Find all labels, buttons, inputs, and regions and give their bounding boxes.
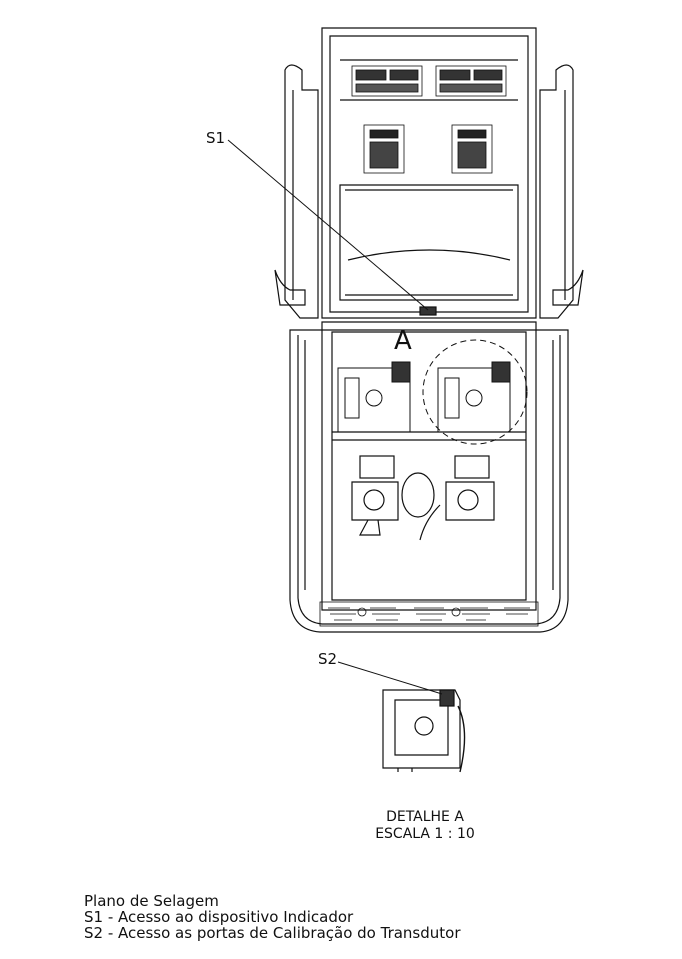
legend-item-s2: S2 - Acesso as portas de Calibração do T… [84, 924, 461, 942]
detail-a-circle [422, 339, 528, 445]
s1-label: S1 [206, 129, 226, 147]
side-wings [274, 64, 584, 319]
seal-s1-point [227, 139, 437, 316]
base-grille [319, 601, 539, 627]
pump-units [351, 455, 495, 541]
dispenser-head [321, 27, 537, 319]
dispenser-body-outline [289, 329, 569, 633]
legend-title: Plano de Selagem [84, 892, 219, 910]
display-panels [351, 65, 507, 97]
detail-a-view [337, 661, 466, 773]
legend-item-s1: S1 - Acesso ao dispositivo Indicador [84, 908, 354, 926]
legend: Plano de Selagem S1 - Acesso ao disposit… [84, 893, 461, 941]
detail-marker-a: A [394, 326, 412, 356]
meters [337, 361, 511, 433]
detail-title: DETALHE A [386, 809, 464, 825]
detail-caption: DETALHE A ESCALA 1 : 10 [330, 809, 520, 843]
detail-scale: ESCALA 1 : 10 [375, 826, 475, 842]
keypads [363, 124, 493, 174]
s2-label: S2 [318, 650, 338, 668]
